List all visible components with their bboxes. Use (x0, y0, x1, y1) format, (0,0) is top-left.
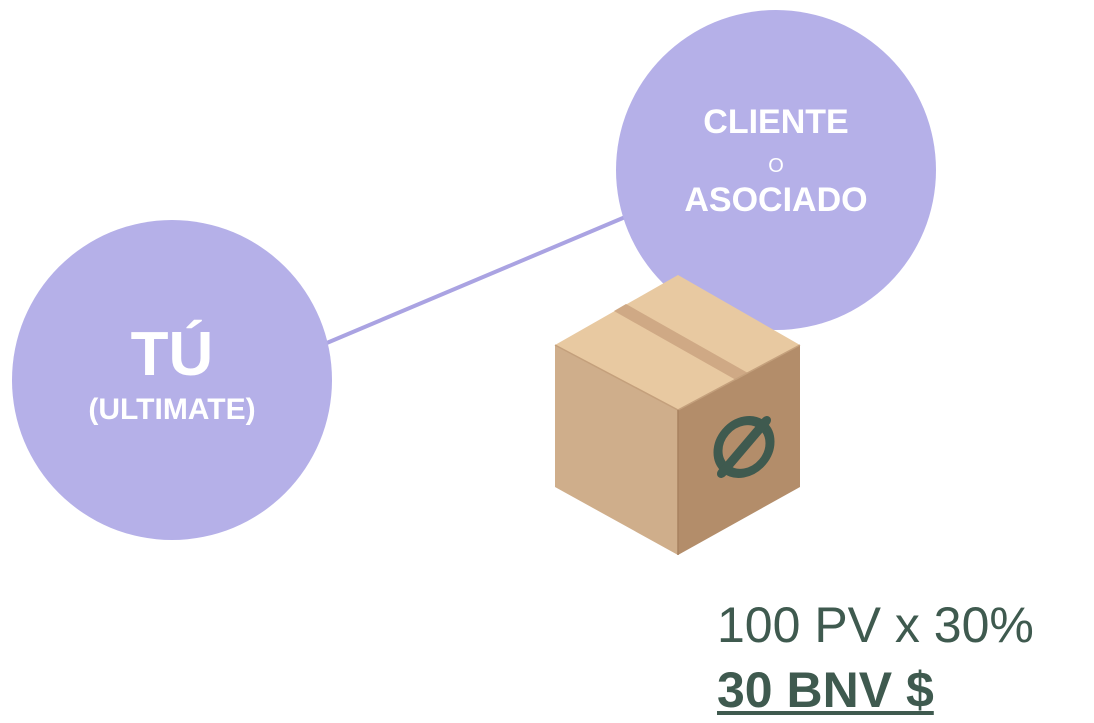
brand-logo-icon (713, 416, 775, 478)
calculation-formula: 100 PV x 30% (717, 597, 1034, 653)
node-you-subtitle: (ULTIMATE) (88, 393, 256, 426)
node-you-title: TÚ (130, 320, 214, 389)
node-you: TÚ (ULTIMATE) (12, 220, 332, 540)
node-client-label-secondary: ASOCIADO (684, 181, 868, 219)
node-client-connector-word: O (768, 155, 784, 177)
node-client-label-primary: CLIENTE (703, 103, 849, 141)
node-client: CLIENTE O ASOCIADO (616, 10, 936, 330)
cardboard-box-icon (554, 275, 801, 555)
calculation-result: 30 BNV $ (717, 662, 934, 718)
